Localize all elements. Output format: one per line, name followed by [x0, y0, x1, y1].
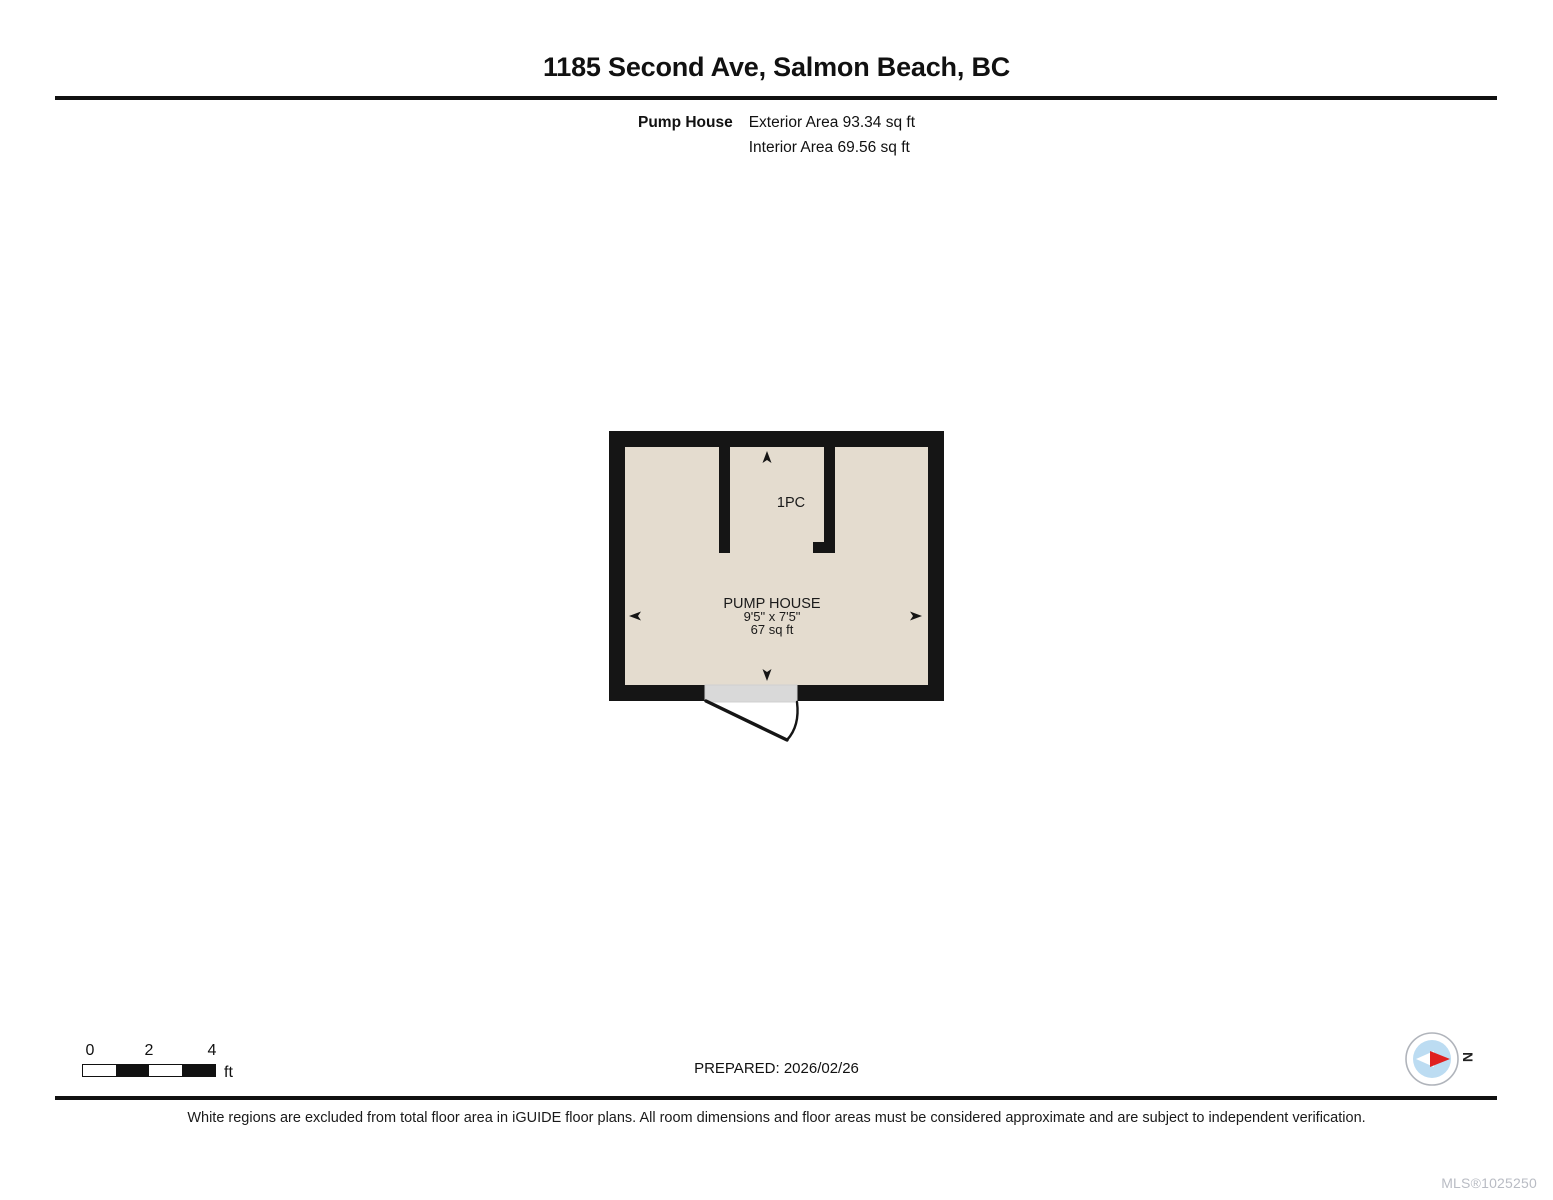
scale-swatches — [82, 1064, 216, 1077]
dimension-arrow-up — [762, 451, 772, 463]
room-label-name: PUMP HOUSE — [723, 596, 821, 612]
dimension-arrow-left — [629, 611, 641, 621]
mls-watermark: MLS®1025250 — [1441, 1175, 1537, 1191]
prepared-date: PREPARED: 2026/02/26 — [694, 1060, 859, 1077]
area-summary: Pump House Exterior Area 93.34 sq ft Int… — [0, 110, 1553, 160]
scale-tick-0: 0 — [85, 1042, 95, 1059]
dimension-arrow-down — [762, 669, 772, 681]
floor-fill-pump-house — [625, 447, 928, 685]
scale-bar: 0 2 4 ft — [82, 1042, 242, 1081]
interior-partition-wall-right — [813, 447, 835, 553]
level-label: Pump House — [637, 114, 733, 131]
exterior-wall-mass — [609, 431, 944, 701]
scale-segment — [149, 1065, 182, 1076]
scale-segment — [116, 1065, 149, 1076]
dimension-arrow-right — [910, 611, 922, 621]
disclaimer-text: White regions are excluded from total fl… — [187, 1110, 1366, 1126]
compass-rose-icon — [1404, 1031, 1460, 1087]
scale-tick-2: 4 — [207, 1042, 217, 1059]
scale-unit-label: ft — [224, 1064, 233, 1081]
footer-divider-rule — [55, 1096, 1497, 1100]
scale-tick-labels: 0 2 4 — [82, 1042, 242, 1064]
interior-partition-wall-left — [719, 447, 730, 553]
room-label-dimensions: 9'5" x 7'5" — [744, 609, 801, 624]
door-threshold — [704, 684, 798, 703]
title-divider-rule — [55, 96, 1497, 100]
exterior-area-value: Exterior Area 93.34 sq ft — [748, 114, 916, 131]
scale-segment — [182, 1065, 215, 1076]
page-title: 1185 Second Ave, Salmon Beach, BC — [542, 52, 1011, 82]
room-label-area: 67 sq ft — [751, 622, 794, 637]
interior-area-value: Interior Area 69.56 sq ft — [748, 139, 910, 156]
door-leaf — [704, 699, 789, 742]
fixture-label-1pc: 1PC — [777, 495, 805, 511]
compass-north-label: N — [1460, 1051, 1477, 1063]
scale-tick-1: 2 — [144, 1042, 154, 1059]
scale-segment — [83, 1065, 116, 1076]
door-swing-arc — [785, 700, 799, 742]
